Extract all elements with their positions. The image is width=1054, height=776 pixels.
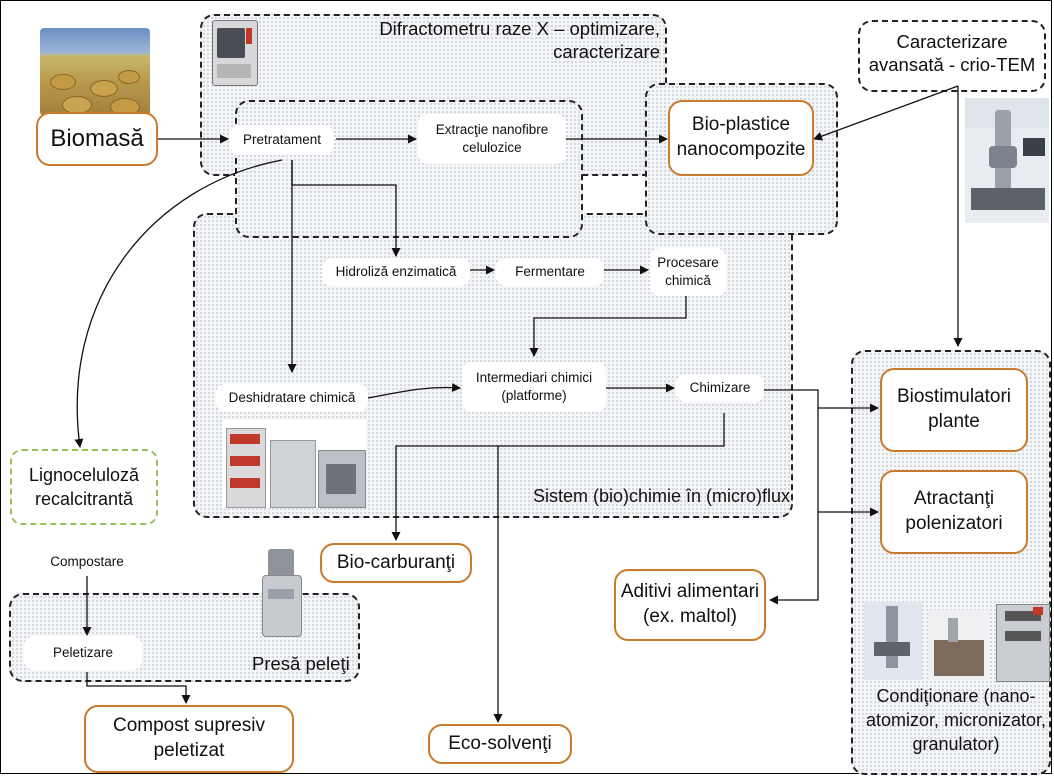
node-chimizare: Chimizare [676,374,764,402]
arrow-chimizare-aditivi [769,512,819,605]
node-deshidratare: Deshidratare chimică [216,384,368,412]
node-extractie: Extracţie nanofibre celulozice [418,114,566,164]
arrow-criotem-bioplastice [813,85,959,141]
arrow-pretratament-hidroliza [291,160,401,257]
node-ecosolventi: Eco-solvenţi [428,724,572,764]
node-bioplastice: Bio-plastice nanocompozite [668,100,814,176]
arrow-deshidratare-intermediari [367,382,461,399]
node-lignoceluloza: Lignoceluloză recalcitrantă [10,449,158,525]
node-atractanti: Atractanţi polenizatori [880,470,1028,554]
node-compost: Compost supresiv peletizat [84,705,294,773]
arrow-peletizare-compost [86,672,191,704]
node-fermentare: Fermentare [496,258,604,286]
presa-peleti-label: Presă peleţi [252,653,350,674]
node-compostare: Compostare [28,548,146,576]
crio-tem-group [858,20,1046,92]
flow-chemistry-equipment-photo [222,420,366,508]
node-peletizare: Peletizare [24,636,142,670]
difractometru-label: Difractometru raze X – optimizare, carac… [379,18,660,63]
node-intermediari: Intermediari chimici (platforme) [462,362,606,412]
conditionare-equipment-photo [864,600,1052,682]
xrd-instrument-photo [208,18,258,86]
node-biocarburanti: Bio-carburanţi [320,543,472,583]
crio-tem-microscope-photo [965,98,1049,223]
sistem-flux-label: Sistem (bio)chimie în (micro)flux [532,486,790,506]
node-aditivi: Aditivi alimentari (ex. maltol) [614,569,766,641]
node-procesare: Procesare chimică [650,248,726,296]
node-hidroliza: Hidroliză enzimatică [322,258,470,286]
crio-tem-label: Caracterizare avansată - crio-TEM [868,31,1036,76]
node-biomasa: Biomasă [36,112,158,166]
arrow-chimizare-biocarburanti [391,413,725,541]
node-biostimulatori: Biostimulatori plante [880,368,1028,452]
node-pretratament: Pretratament [230,125,334,155]
arrow-chimizare-atractanti [817,408,879,517]
arrow-pretratament-lignoceluloza [74,159,283,448]
biomass-field-photo [40,28,150,116]
conditionare-label: Condiţionare (nano-atomizor, micronizato… [865,686,1047,754]
arrow-procesare-intermediari [529,295,687,357]
arrow-chimizare-biostimulatori [764,389,879,413]
pellet-press-photo [256,545,308,643]
